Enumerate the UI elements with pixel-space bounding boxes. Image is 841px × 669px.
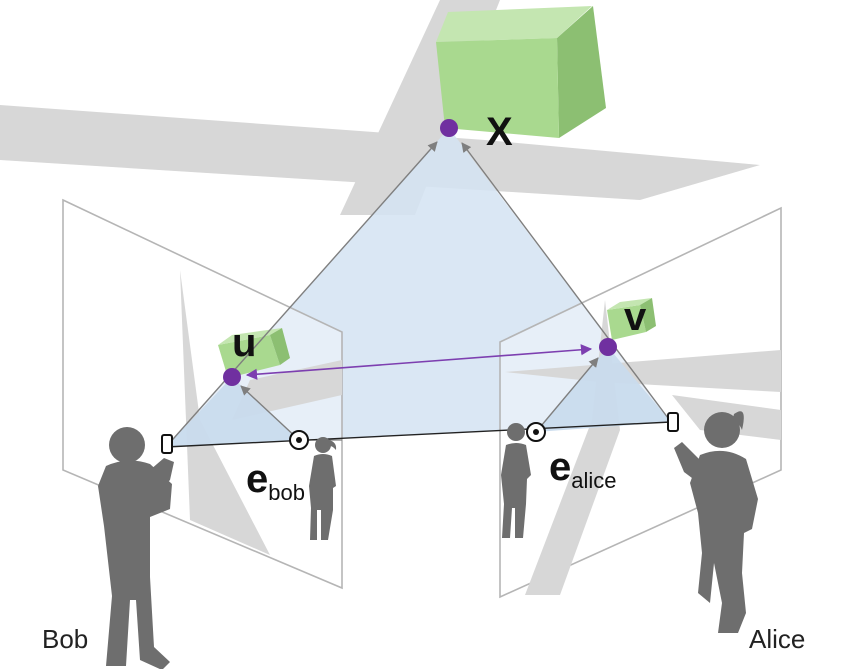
bob-arm bbox=[150, 458, 174, 492]
image-point-v bbox=[599, 338, 617, 356]
image-point-u bbox=[223, 368, 241, 386]
image-plane-bob-triangle bbox=[166, 377, 299, 447]
epipolar-line bbox=[245, 344, 593, 380]
ray-epipole-bob-to-u bbox=[240, 385, 300, 441]
label-epipole-alice: ealice bbox=[549, 445, 617, 493]
object-projection-bob-top bbox=[218, 328, 282, 345]
box-side-face bbox=[557, 6, 606, 138]
bob-head bbox=[109, 427, 145, 463]
image-plane-alice-triangle bbox=[536, 347, 671, 432]
silhouette-alice bbox=[674, 411, 758, 633]
silhouette-small-bob-in-alice-plane bbox=[501, 423, 531, 538]
label-bob: Bob bbox=[42, 624, 88, 654]
image-plane-alice-shadow-b bbox=[525, 300, 620, 595]
silhouette-small-alice-in-bob-plane bbox=[309, 437, 337, 540]
silhouette-small-head bbox=[507, 423, 525, 441]
rays bbox=[165, 141, 672, 448]
phone-icon bbox=[161, 434, 173, 454]
alice-arm bbox=[674, 442, 702, 484]
epipole-alice-dot bbox=[533, 429, 539, 435]
label-epipole-bob: ebob bbox=[246, 457, 305, 505]
epipole-bob-dot bbox=[296, 437, 302, 443]
label-epipole-alice-sub: alice bbox=[571, 468, 616, 493]
silhouette-small-head bbox=[315, 437, 331, 453]
alice-head bbox=[704, 412, 740, 448]
circled-dot-icon bbox=[526, 422, 546, 442]
phone-bob-body bbox=[161, 434, 173, 454]
alice-body bbox=[690, 450, 758, 633]
bob-body bbox=[98, 460, 172, 669]
baseline bbox=[165, 421, 672, 448]
object-projection-alice-front bbox=[607, 305, 646, 340]
world-shadows bbox=[0, 0, 760, 215]
ray-alice-to-x bbox=[461, 142, 672, 423]
ray-bob-to-x bbox=[165, 141, 438, 448]
phone-alice-body bbox=[667, 412, 679, 432]
object-projection-alice-side bbox=[640, 298, 656, 332]
world-point-x bbox=[440, 119, 458, 137]
label-epipole-alice-main: e bbox=[549, 445, 571, 489]
image-plane-alice-shadow-a bbox=[505, 350, 781, 392]
world-object-box bbox=[436, 6, 606, 138]
phone-icon bbox=[667, 412, 679, 432]
object-projection-alice-top bbox=[607, 298, 652, 310]
object-projection-alice bbox=[607, 298, 656, 340]
silhouette-small-ponytail bbox=[328, 440, 337, 450]
silhouette-small-body bbox=[309, 454, 336, 540]
label-epipole-bob-main: e bbox=[246, 457, 268, 501]
label-u: u bbox=[232, 321, 256, 365]
alice-ponytail bbox=[732, 411, 744, 430]
label-alice: Alice bbox=[749, 624, 805, 654]
label-epipole-bob-sub: bob bbox=[268, 480, 305, 505]
circled-dot-icon bbox=[289, 430, 309, 450]
box-front-face bbox=[436, 38, 559, 138]
label-x: X bbox=[486, 110, 513, 154]
label-v: v bbox=[624, 295, 647, 339]
box-top-face bbox=[436, 6, 592, 42]
silhouette-small-body bbox=[501, 443, 531, 538]
image-plane-bob-shadow-a bbox=[180, 270, 270, 555]
silhouette-bob bbox=[98, 427, 174, 669]
